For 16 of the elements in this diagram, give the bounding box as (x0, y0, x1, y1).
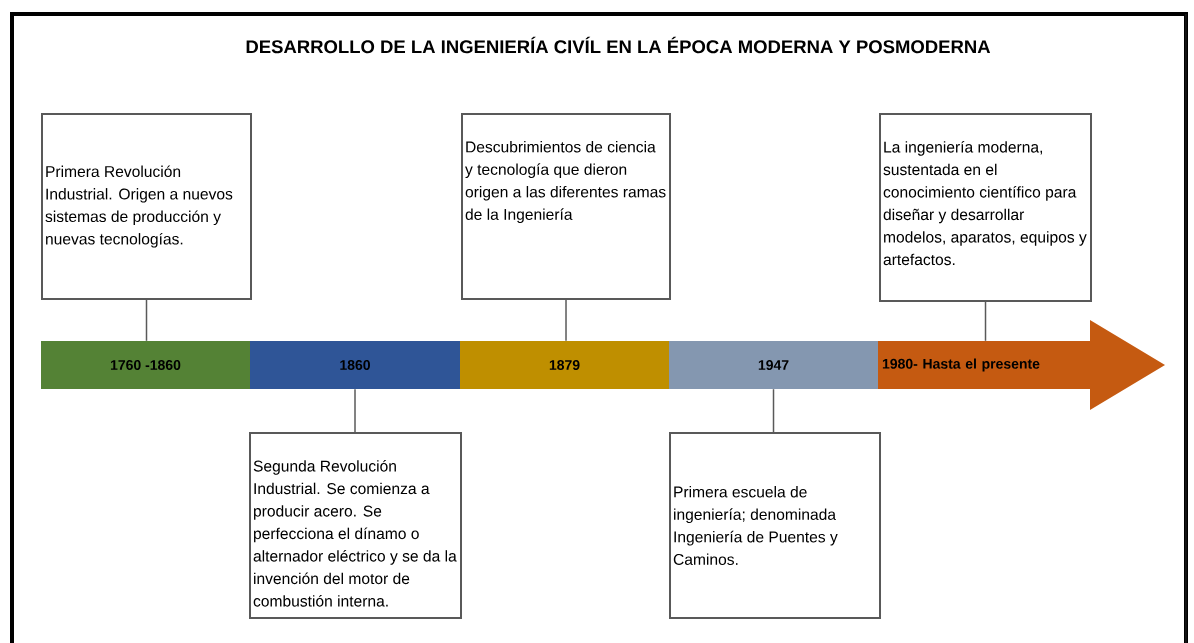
text-box: Segunda Revolución Industrial. Se comienza a producir acero. Se perfecciona el dínamo o alternador eléctrico y se da la invención del motor de combustión interna. (249, 432, 462, 619)
timeline-segment: 1860 (250, 341, 460, 389)
timeline-segment: 1980- Hasta el presente (878, 320, 1165, 410)
connector-line (354, 388, 356, 433)
connector-line (772, 388, 775, 433)
text-box: Primera escuela de ingeniería; denominada Ingeniería de Puentes y Caminos. (669, 432, 881, 619)
connector-line (984, 301, 987, 342)
title: DESARROLLO DE LA INGENIERÍA CIVÍL EN LA ÉPOCA MODERNA Y POSMODERNA (246, 36, 991, 54)
timeline-segment: 1879 (460, 341, 669, 389)
connector-line (145, 299, 148, 342)
text-box: La ingeniería moderna, sustentada en el conocimiento científico para diseñar y desarrollar modelos, aparatos, equipos y artefactos. (879, 113, 1092, 302)
timeline-segment: 1947 (669, 341, 878, 389)
connector-line (565, 299, 567, 342)
timeline-segment: 1760 -1860 (41, 341, 250, 389)
text-box: Descubrimientos de ciencia y tecnología que dieron origen a las diferentes ramas de la Ingeniería (461, 113, 671, 300)
text-box: Primera Revolución Industrial. Origen a nuevos sistemas de producción y nuevas tecnologías. (41, 113, 252, 300)
